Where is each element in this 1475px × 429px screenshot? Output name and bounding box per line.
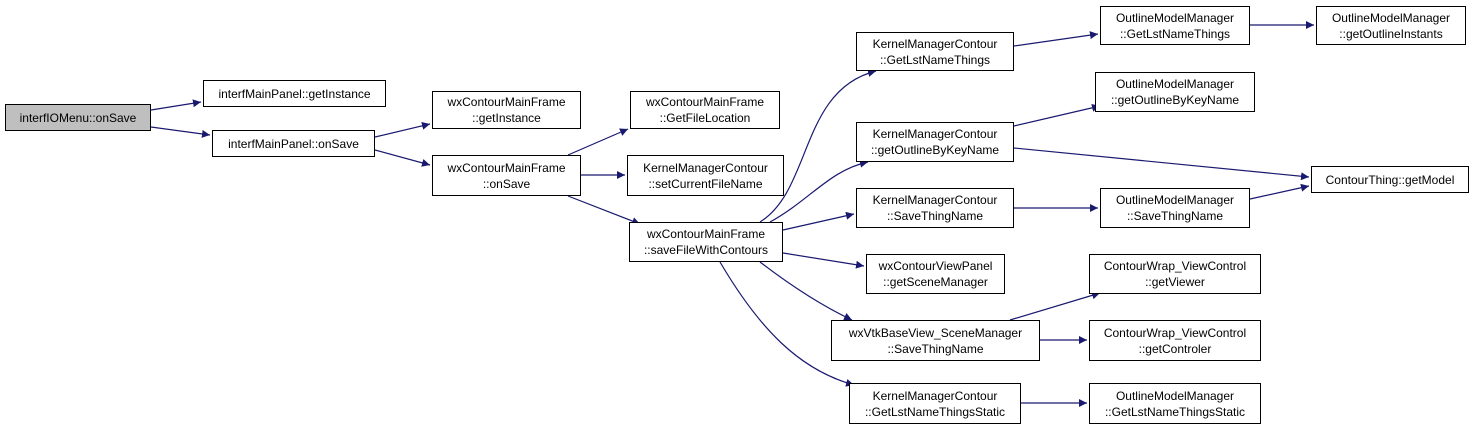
node-wxcontourviewpanel-getscenemanager[interactable]: wxContourViewPanel ::getSceneManager [866,254,1005,294]
node-label-line-2: ::GetLstNameThingsStatic [864,404,1006,419]
node-label-line-2: ::getOutlineInstants [1339,26,1443,41]
node-contourthing-getmodel[interactable]: ContourThing::getModel [1311,166,1469,193]
node-kernelmanagercontour-getlstnamethingsstatic[interactable]: KernelManagerContour ::GetLstNameThingsS… [849,383,1021,424]
node-label-line-2: ::SaveThingName [1126,209,1224,223]
node-label-line-2: ::GetLstNameThings [879,52,991,67]
node-interfiomenu-onsave: interfIOMenu::onSave [5,104,151,131]
node-interfmainpanel-getinstance[interactable]: interfMainPanel::getInstance [203,80,386,107]
node-label-line-1: KernelManagerContour [643,160,768,175]
node-label-line-2: ::GetLstNameThingsStatic [1104,404,1246,419]
edge-n2-n3 [374,121,431,138]
node-label-line-1: KernelManagerContour [872,36,998,51]
node-label-line-2: ::saveFileWithContours [643,243,769,257]
edge-n4-n7 [567,195,641,225]
node-label-line-1: KernelManagerContour [872,127,998,141]
edge-n9-n17 [1013,147,1310,181]
node-label-line-1: wxVtkBaseView_SceneManager [848,325,1023,340]
node-kernelmanagercontour-savethingname[interactable]: KernelManagerContour ::SaveThingName [856,188,1014,228]
node-wxcontourmainframe-onsave[interactable]: wxContourMainFrame ::onSave [432,155,581,196]
node-label: ContourThing::getModel [1325,172,1455,187]
node-kernelmanagercontour-getoutlinebykeyname[interactable]: KernelManagerContour ::getOutlineByKeyNa… [856,122,1014,162]
node-label-line-2: ::GetLstNameThings [1119,26,1231,41]
node-label-line-2: ::getOutlineByKeyName [870,143,1000,157]
node-label-line-2: ::GetFileLocation [659,111,751,125]
edge-n0-n2 [150,126,211,138]
node-contourwrap-viewcontrol-getviewer[interactable]: ContourWrap_ViewControl ::getViewer [1089,254,1261,294]
node-outlinemodelmanager-savethingname[interactable]: OutlineModelManager ::SaveThingName [1100,188,1250,228]
node-label-line-1: wxContourMainFrame [646,227,766,241]
node-label-line-1: OutlineModelManager [1331,10,1451,25]
node-label-line-2: ::onSave [482,176,531,191]
edge-n0-n1 [150,99,202,111]
node-label-line-1: ContourWrap_ViewControl [1103,259,1247,273]
node-label-line-2: ::getControler [1138,341,1212,356]
node-label: interfIOMenu::onSave [19,110,137,125]
node-wxcontourmainframe-getfilelocation[interactable]: wxContourMainFrame ::GetFileLocation [630,91,780,129]
edge-n7-n9 [769,159,869,223]
node-label-line-1: ContourWrap_ViewControl [1103,325,1247,340]
edge-n7-n11 [782,252,865,269]
edge-n12-n19 [1009,291,1101,321]
node-label-line-1: wxContourMainFrame [447,95,566,109]
node-outlinemodelmanager-getlstnamethings[interactable]: OutlineModelManager ::GetLstNameThings [1100,6,1250,45]
node-label: interfMainPanel::onSave [228,136,359,151]
edge-n7-n10 [782,211,855,231]
node-label-line-1: wxContourMainFrame [447,160,566,175]
node-label-line-1: OutlineModelManager [1115,388,1235,403]
node-kernelmanagercontour-getlstnamethings[interactable]: KernelManagerContour ::GetLstNameThings [856,32,1014,71]
node-outlinemodelmanager-getoutlineinstants[interactable]: OutlineModelManager ::getOutlineInstants [1316,6,1466,45]
edge-n7-n8 [759,69,877,223]
node-label-line-2: ::getViewer [1145,275,1205,289]
node-label-line-1: OutlineModelManager [1115,10,1235,25]
edge-n7-n12 [759,261,853,321]
edge-n9-n16 [1013,103,1101,127]
edge-n8-n14 [1013,31,1099,47]
node-interfmainpanel-onsave[interactable]: interfMainPanel::onSave [212,130,375,157]
node-label-line-2: ::SaveThingName [886,209,984,223]
node-label-line-1: wxContourMainFrame [645,95,765,109]
node-label-line-1: wxContourViewPanel [878,259,993,273]
node-wxvtkbaseview-scenemanager-savethingname[interactable]: wxVtkBaseView_SceneManager ::SaveThingNa… [831,320,1040,361]
node-wxcontourmainframe-savefilewithcontours[interactable]: wxContourMainFrame ::saveFileWithContour… [629,222,783,262]
node-label-line-1: OutlineModelManager [1115,77,1235,91]
node-wxcontourmainframe-getinstance[interactable]: wxContourMainFrame ::getInstance [432,91,581,129]
node-label: interfMainPanel::getInstance [218,86,371,101]
edge-n4-n5 [567,128,629,156]
node-kernelmanagercontour-setcurrentfilename[interactable]: KernelManagerContour ::setCurrentFileNam… [627,155,784,196]
node-label-line-2: ::SaveThingName [887,341,984,356]
edge-n2-n4 [374,149,431,167]
node-label-line-2: ::setCurrentFileName [648,176,763,191]
edge-n7-n13 [719,261,855,387]
node-outlinemodelmanager-getlstnamethingsstatic[interactable]: OutlineModelManager ::GetLstNameThingsSt… [1089,383,1261,424]
node-label-line-1: OutlineModelManager [1115,193,1235,207]
node-label-line-1: KernelManagerContour [872,388,998,403]
edge-n18-n17 [1249,183,1310,200]
node-label-line-2: ::getInstance [472,111,541,125]
node-label-line-1: KernelManagerContour [872,193,998,207]
node-outlinemodelmanager-getoutlinebykeyname[interactable]: OutlineModelManager ::getOutlineByKeyNam… [1095,72,1255,112]
node-contourwrap-viewcontrol-getcontroler[interactable]: ContourWrap_ViewControl ::getControler [1089,320,1261,361]
node-label-line-2: ::getOutlineByKeyName [1110,93,1240,107]
node-label-line-2: ::getSceneManager [883,275,988,289]
